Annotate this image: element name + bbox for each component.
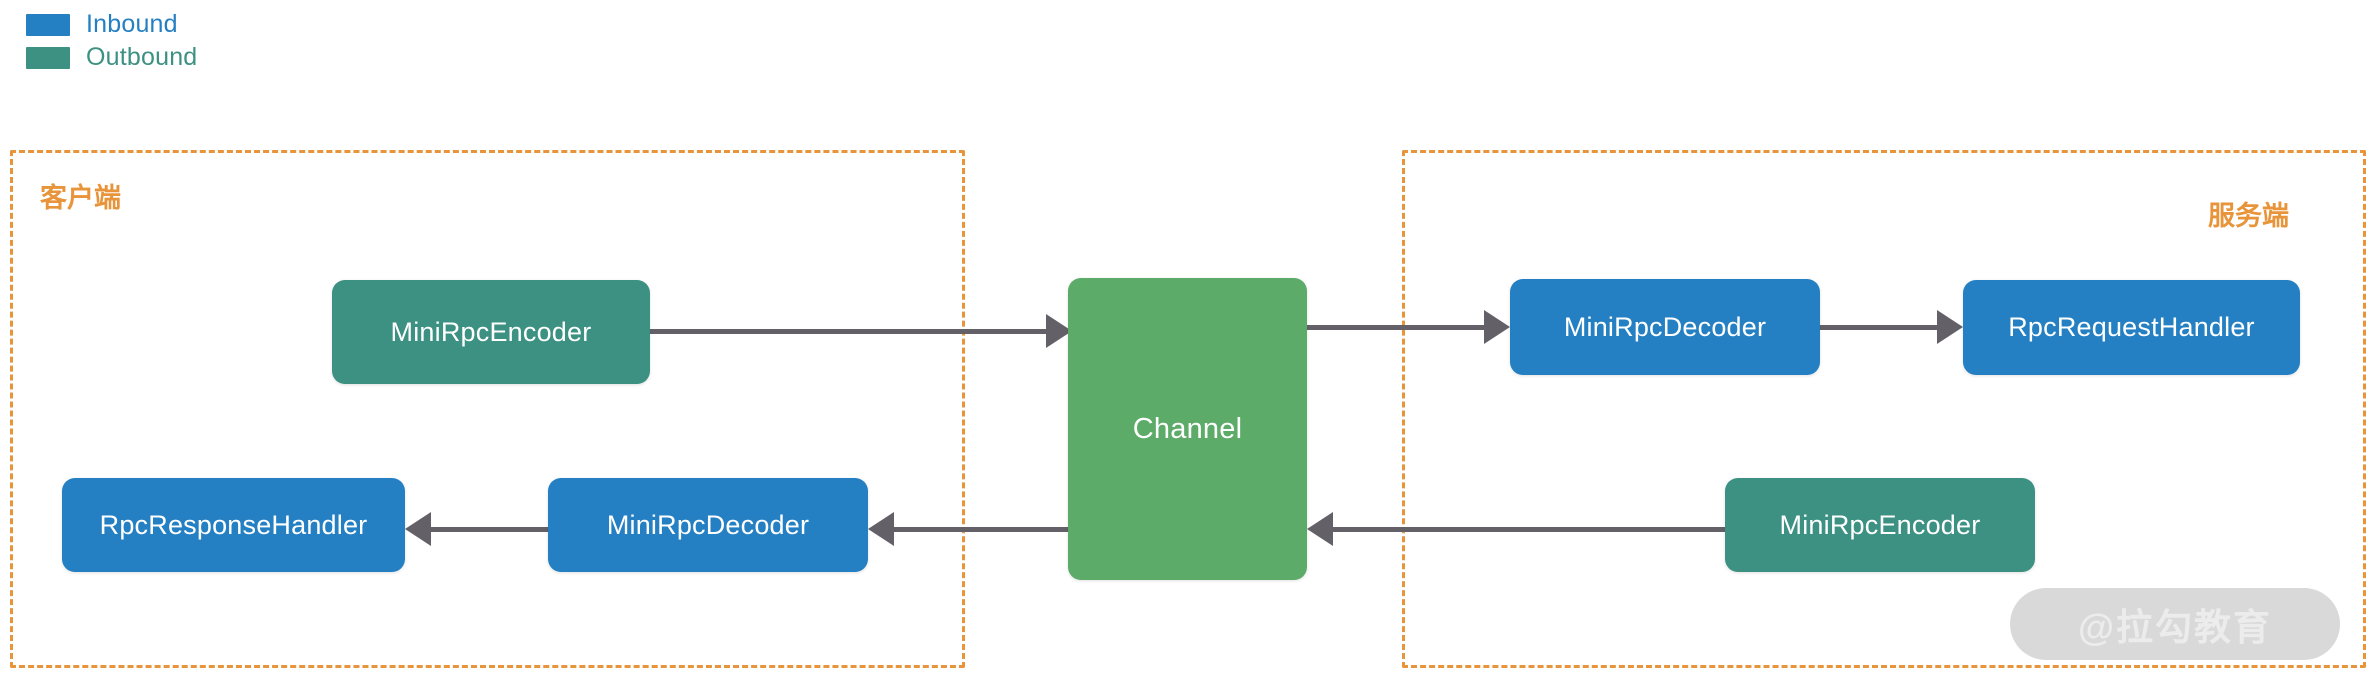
node-server-encoder[interactable]: MiniRpcEncoder (1725, 478, 2035, 572)
edge-channel-to-client-decoder (894, 527, 1068, 532)
legend-item-outbound: Outbound (26, 41, 346, 74)
edge-channel-to-server-decoder (1307, 325, 1487, 330)
zone-client (10, 150, 965, 668)
node-channel[interactable]: Channel (1068, 278, 1307, 580)
arrowhead-to-client-decoder (868, 512, 894, 546)
node-response-handler[interactable]: RpcResponseHandler (62, 478, 405, 572)
legend-item-inbound: Inbound (26, 8, 346, 41)
node-server-decoder[interactable]: MiniRpcDecoder (1510, 279, 1820, 375)
legend: Inbound Outbound (26, 8, 346, 74)
arrowhead-to-channel-bottom (1307, 512, 1333, 546)
watermark: @拉勾教育 (2010, 588, 2340, 660)
edge-client-decoder-to-response-handler (431, 527, 548, 532)
zone-client-label: 客户端 (40, 183, 121, 213)
arrowhead-to-request-handler (1937, 310, 1963, 344)
legend-label-inbound: Inbound (86, 10, 178, 38)
arrowhead-to-server-decoder (1484, 310, 1510, 344)
edge-client-encoder-to-channel (650, 329, 1050, 334)
zone-server (1402, 150, 2366, 668)
arrowhead-to-response-handler (405, 512, 431, 546)
node-client-decoder[interactable]: MiniRpcDecoder (548, 478, 868, 572)
node-client-encoder[interactable]: MiniRpcEncoder (332, 280, 650, 384)
node-request-handler[interactable]: RpcRequestHandler (1963, 280, 2300, 375)
legend-label-outbound: Outbound (86, 43, 198, 71)
edge-server-encoder-to-channel (1333, 527, 1725, 532)
edge-server-decoder-to-request-handler (1820, 325, 1939, 330)
arrowhead-to-channel-top (1046, 314, 1072, 348)
legend-swatch-outbound (26, 46, 70, 69)
legend-swatch-inbound (26, 13, 70, 36)
zone-server-label: 服务端 (2208, 201, 2289, 231)
